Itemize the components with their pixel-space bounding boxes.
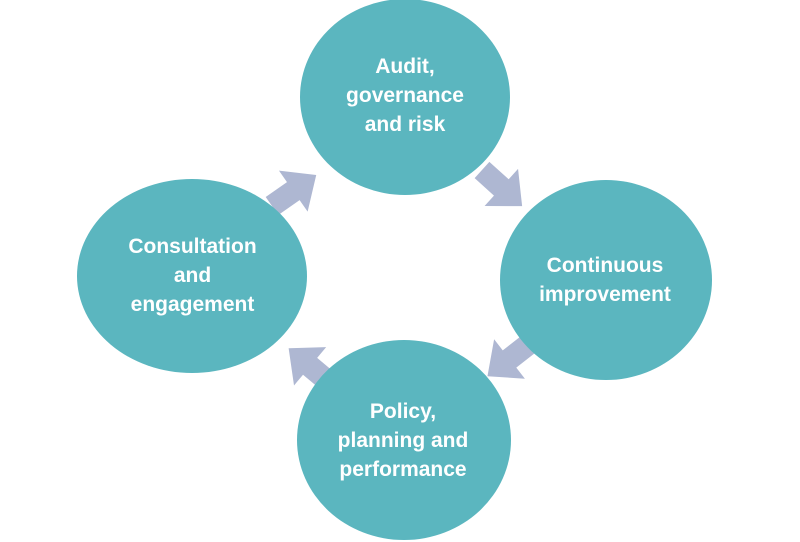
node-continuous-circle bbox=[500, 180, 712, 380]
node-continuous-label: Continuous improvement bbox=[539, 254, 671, 306]
node-audit-label: Audit, governance and risk bbox=[346, 54, 464, 136]
arrow-continuous-to-policy bbox=[487, 334, 537, 379]
arrow-consultation-to-audit bbox=[265, 170, 317, 216]
node-consultation-label: Consultation and engagement bbox=[128, 234, 257, 316]
arrow-audit-to-continuous bbox=[474, 161, 523, 207]
node-audit-circle bbox=[300, 0, 510, 195]
node-consultation-circle bbox=[77, 179, 307, 373]
node-policy-circle bbox=[297, 340, 511, 540]
node-policy-label: Policy, planning and performance bbox=[337, 399, 469, 481]
